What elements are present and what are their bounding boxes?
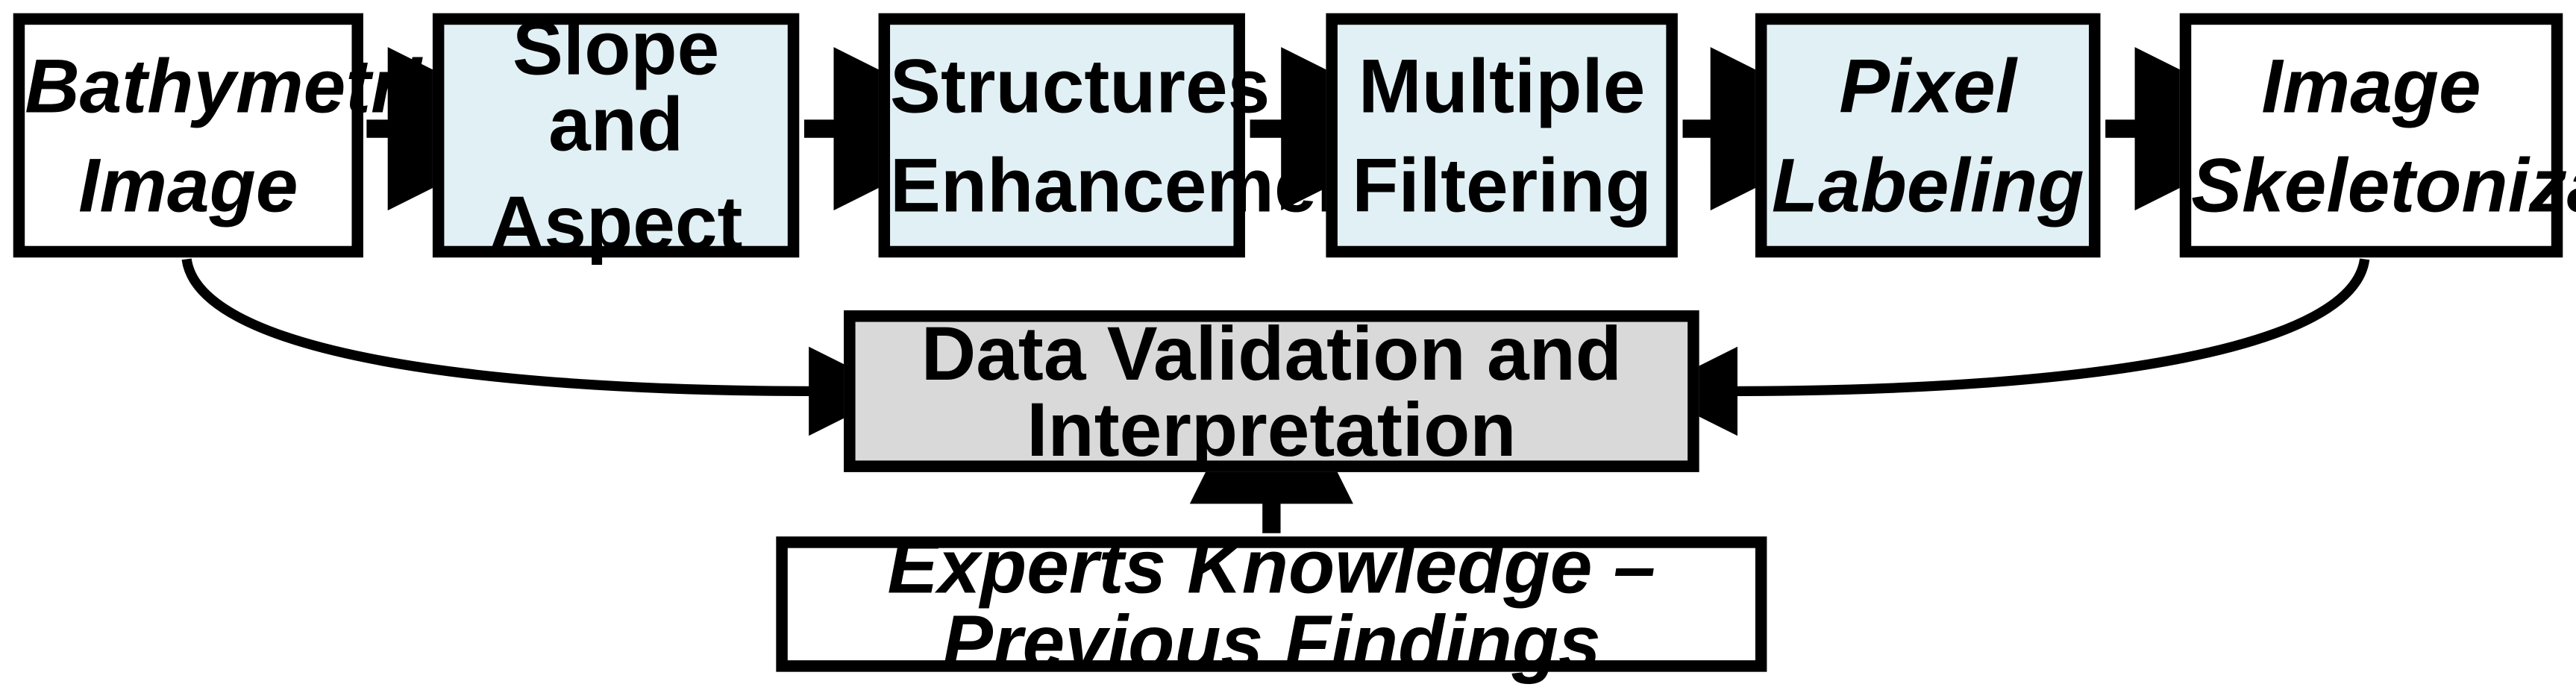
node-slope-and-aspect-line1: Slope and (513, 4, 720, 167)
node-slope-and-aspect[interactable]: Slope and Aspect (432, 10, 800, 261)
node-structures-enhancement-line1: Structures (890, 43, 1270, 129)
node-bathymetric-image[interactable]: Bathymetric Image (13, 13, 464, 258)
node-bathymetric-image-line2: Image (78, 142, 298, 228)
node-structures-enhancement[interactable]: Structures Enhancement (878, 13, 1388, 258)
node-pixel-labeling-line1: Pixel (1839, 43, 2017, 129)
node-bathymetric-image-line1: Bathymetric (25, 43, 464, 129)
node-pixel-labeling[interactable]: Pixel Labeling (1755, 13, 2101, 258)
node-slope-and-aspect-line2: Aspect (489, 180, 743, 266)
node-experts-knowledge[interactable]: Experts Knowledge – Previous Findings (776, 528, 1767, 680)
node-image-skeletonization-line1: Image (2261, 43, 2481, 129)
node-data-validation-label: Data Validation and Interpretation (921, 310, 1622, 472)
node-multiple-filtering-line2: Filtering (1352, 142, 1652, 228)
node-multiple-filtering[interactable]: Multiple Filtering (1326, 13, 1678, 258)
node-data-validation-and-interpretation[interactable]: Data Validation and Interpretation (844, 310, 1699, 472)
node-structures-enhancement-line2: Enhancement (890, 142, 1388, 228)
node-multiple-filtering-line1: Multiple (1358, 43, 1646, 129)
arrow-bathymetric-to-validation (181, 258, 898, 436)
node-image-skeletonization[interactable]: Image Skeletonization (2179, 13, 2576, 258)
arrow-skeletonization-to-validation (1648, 258, 2370, 436)
node-experts-knowledge-label: Experts Knowledge – Previous Findings (887, 523, 1656, 686)
node-pixel-labeling-line2: Labeling (1771, 142, 2084, 228)
node-image-skeletonization-line2: Skeletonization (2191, 142, 2576, 228)
